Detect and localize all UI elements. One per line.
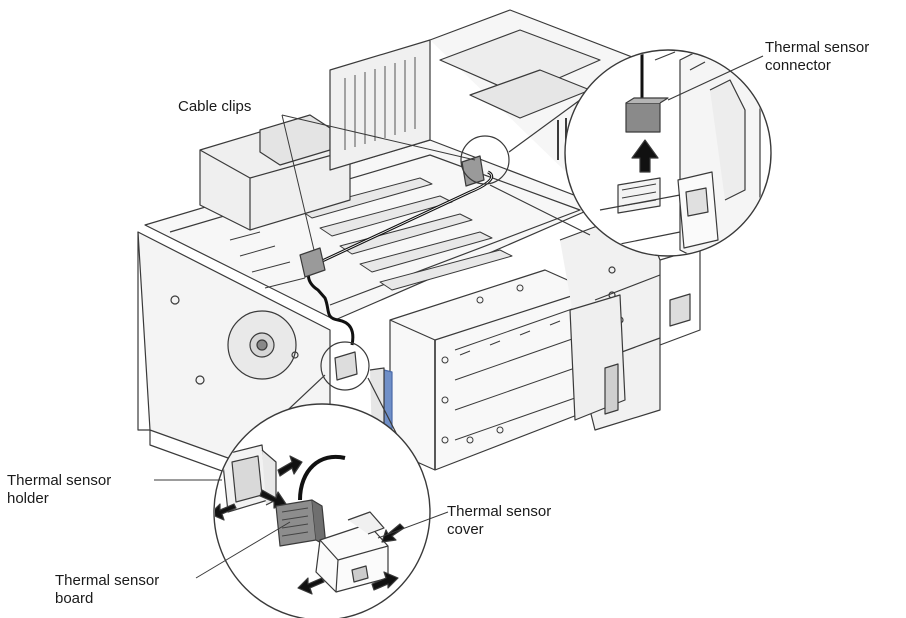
label-holder-line-1: Thermal sensor — [7, 472, 112, 489]
label-board-line-2: board — [55, 590, 94, 607]
label-board-line-1: Thermal sensor — [55, 572, 160, 589]
leader-lines — [154, 114, 476, 579]
label-cable-clips: Cable clips — [178, 98, 251, 116]
label-connector-line-2: connector — [765, 57, 831, 74]
sensor-cable — [299, 155, 494, 346]
label-cable-clips-text: Cable clips — [178, 98, 252, 115]
label-thermal-sensor-connector: Thermal sensor connector — [765, 39, 869, 75]
label-connector-line-1: Thermal sensor — [765, 39, 870, 56]
label-thermal-sensor-cover: Thermal sensor cover — [447, 503, 551, 539]
sensor-zoom-view — [213, 374, 431, 618]
label-cover-line-1: Thermal sensor — [447, 503, 552, 520]
label-cover-line-2: cover — [447, 521, 484, 538]
label-thermal-sensor-board: Thermal sensor board — [55, 572, 159, 608]
label-thermal-sensor-holder: Thermal sensor holder — [7, 472, 111, 508]
label-holder-line-2: holder — [7, 490, 49, 507]
